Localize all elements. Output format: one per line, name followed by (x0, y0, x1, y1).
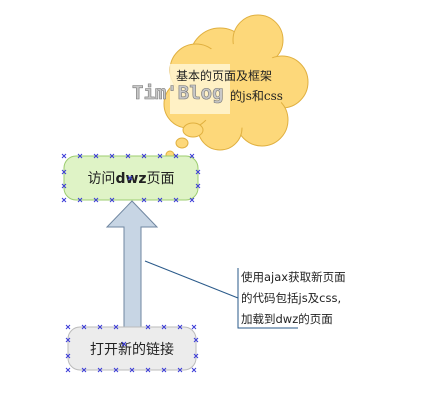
callout-note-line-1: 使用ajax获取新页面 (241, 270, 346, 284)
callout-note[interactable]: 使用ajax获取新页面 的代码包括js及css, 加载到dwz的页面 (237, 268, 346, 329)
callout-note-line-3: 加载到dwz的页面 (241, 312, 333, 326)
node-open-link-label: 打开新的链接 (90, 341, 174, 358)
cloud-tail (165, 122, 204, 160)
callout-note-line-2: 的代码包括js及css, (241, 291, 341, 305)
cloud-text-line-2: 的js和css (230, 88, 283, 103)
callout-note-bracket (237, 268, 298, 329)
watermark-text: Tim'Blog (132, 82, 224, 104)
cloud-text-highlight (170, 64, 230, 114)
node-visit-dwz-box (63, 155, 199, 201)
up-arrow[interactable] (105, 200, 159, 331)
node-open-link-selection-handles (65, 324, 199, 373)
node-visit-dwz-selection-handles (61, 153, 201, 203)
node-visit-dwz[interactable]: 访问dwz页面 (61, 153, 201, 203)
callout-connector (144, 260, 239, 299)
node-open-link[interactable]: 打开新的链接 (65, 324, 199, 373)
cloud-text-line-1: 基本的页面及框架 (176, 68, 272, 83)
thought-cloud[interactable]: 基本的页面及框架 的js和css (163, 14, 309, 160)
